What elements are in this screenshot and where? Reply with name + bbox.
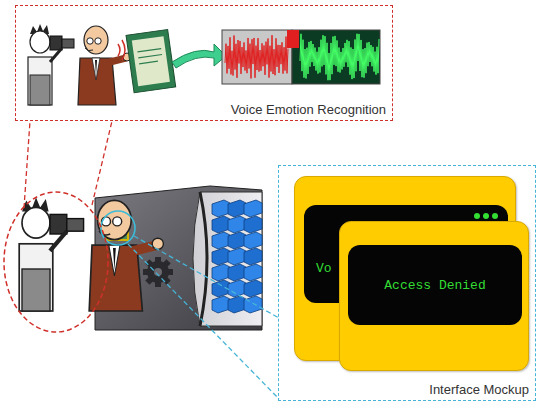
illustration-part	[228, 264, 246, 281]
illustration-part	[244, 248, 262, 265]
waveform-panel	[222, 30, 292, 84]
book	[126, 30, 176, 93]
waveform	[225, 34, 379, 81]
sound-arcs	[118, 40, 125, 60]
leader-line	[24, 121, 112, 208]
illustration-part	[228, 216, 246, 233]
illustration-part	[300, 34, 379, 81]
status-dot	[474, 213, 480, 219]
illustration-part	[244, 296, 262, 313]
illustration-part	[212, 200, 230, 217]
safe-opening	[193, 192, 262, 326]
illustration-part	[228, 296, 246, 313]
status-dot	[492, 213, 498, 219]
illustration-part	[228, 232, 246, 249]
illustration-part	[244, 232, 262, 249]
group-frame: Interface Mockup VoAccess Denied	[278, 165, 536, 401]
waveform-panel	[292, 30, 380, 84]
illustration-part	[212, 248, 230, 265]
illustration-part	[244, 280, 262, 297]
data-blocks	[212, 200, 262, 313]
illustration-part	[212, 216, 230, 233]
people-figure	[19, 198, 163, 311]
door-edge	[200, 192, 207, 326]
illustration-part	[225, 35, 288, 78]
group-label: Voice Emotion Recognition	[231, 102, 386, 117]
screen-message: Access Denied	[384, 278, 485, 293]
flow-arrow	[172, 44, 226, 68]
leader-line	[128, 236, 279, 399]
status-dot	[483, 213, 489, 219]
illustration-part	[244, 264, 262, 281]
highlight-circle	[4, 192, 108, 332]
illustration-part	[228, 280, 246, 297]
illustration-part	[244, 216, 262, 233]
illustration-part	[212, 296, 230, 313]
illustration-part	[228, 248, 246, 265]
group-label: Interface Mockup	[429, 382, 529, 397]
group-frame: Voice Emotion Recognition	[15, 5, 393, 121]
illustration-part	[137, 49, 162, 64]
illustration-part	[132, 36, 170, 86]
screen-message: Vo	[316, 261, 332, 276]
illustration-part	[244, 200, 262, 217]
display-screen: Access Denied	[348, 245, 522, 325]
illustration-part	[228, 200, 246, 217]
marker-block	[287, 30, 299, 48]
people-figure	[28, 24, 131, 105]
screen-card: Access Denied	[339, 221, 529, 371]
illustration-part	[147, 261, 169, 283]
illustration-part	[126, 30, 176, 93]
illustration-part	[212, 232, 230, 249]
illustration-part	[212, 264, 230, 281]
gear-symbol	[143, 257, 173, 287]
